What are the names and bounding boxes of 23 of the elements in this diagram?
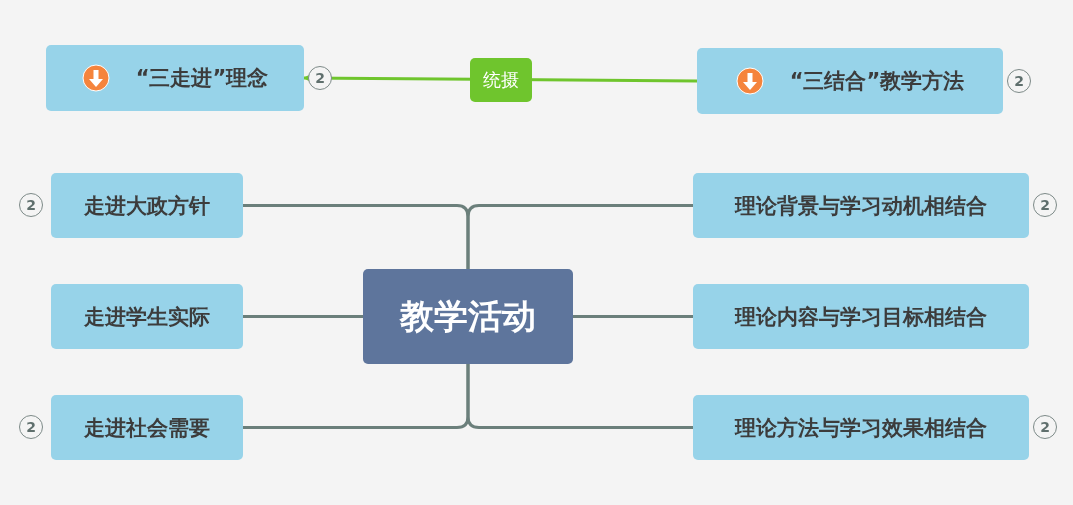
edge-label: 统摄 bbox=[469, 57, 532, 102]
topic-label: 走进社会需要 bbox=[84, 414, 210, 442]
topic-label: 理论方法与学习效果相结合 bbox=[735, 414, 987, 442]
branch-line bbox=[466, 364, 693, 429]
branch-line bbox=[573, 315, 693, 318]
branch-line bbox=[243, 315, 363, 318]
count-badge: 2 bbox=[19, 193, 43, 217]
topic-box bbox=[51, 284, 243, 349]
central-topic-box bbox=[363, 269, 573, 364]
topic-box bbox=[693, 284, 1029, 349]
branch-line bbox=[466, 204, 693, 269]
topic-label: 理论背景与学习动机相结合 bbox=[735, 192, 987, 220]
central-topic-label: 教学活动 bbox=[400, 294, 536, 338]
topic-label: 走进学生实际 bbox=[84, 303, 210, 331]
count-badge: 2 bbox=[308, 65, 332, 90]
count-badge: 2 bbox=[1033, 415, 1057, 439]
topic-label: “三结合”教学方法 bbox=[789, 68, 965, 95]
topic-label: 理论内容与学习目标相结合 bbox=[735, 303, 987, 331]
topic-label: 走进大政方针 bbox=[84, 192, 210, 220]
count-badge: 2 bbox=[1033, 193, 1057, 217]
topic-label: “三走进”理念 bbox=[135, 65, 269, 92]
count-badge: 2 bbox=[1007, 68, 1031, 93]
count-badge: 2 bbox=[19, 415, 43, 439]
